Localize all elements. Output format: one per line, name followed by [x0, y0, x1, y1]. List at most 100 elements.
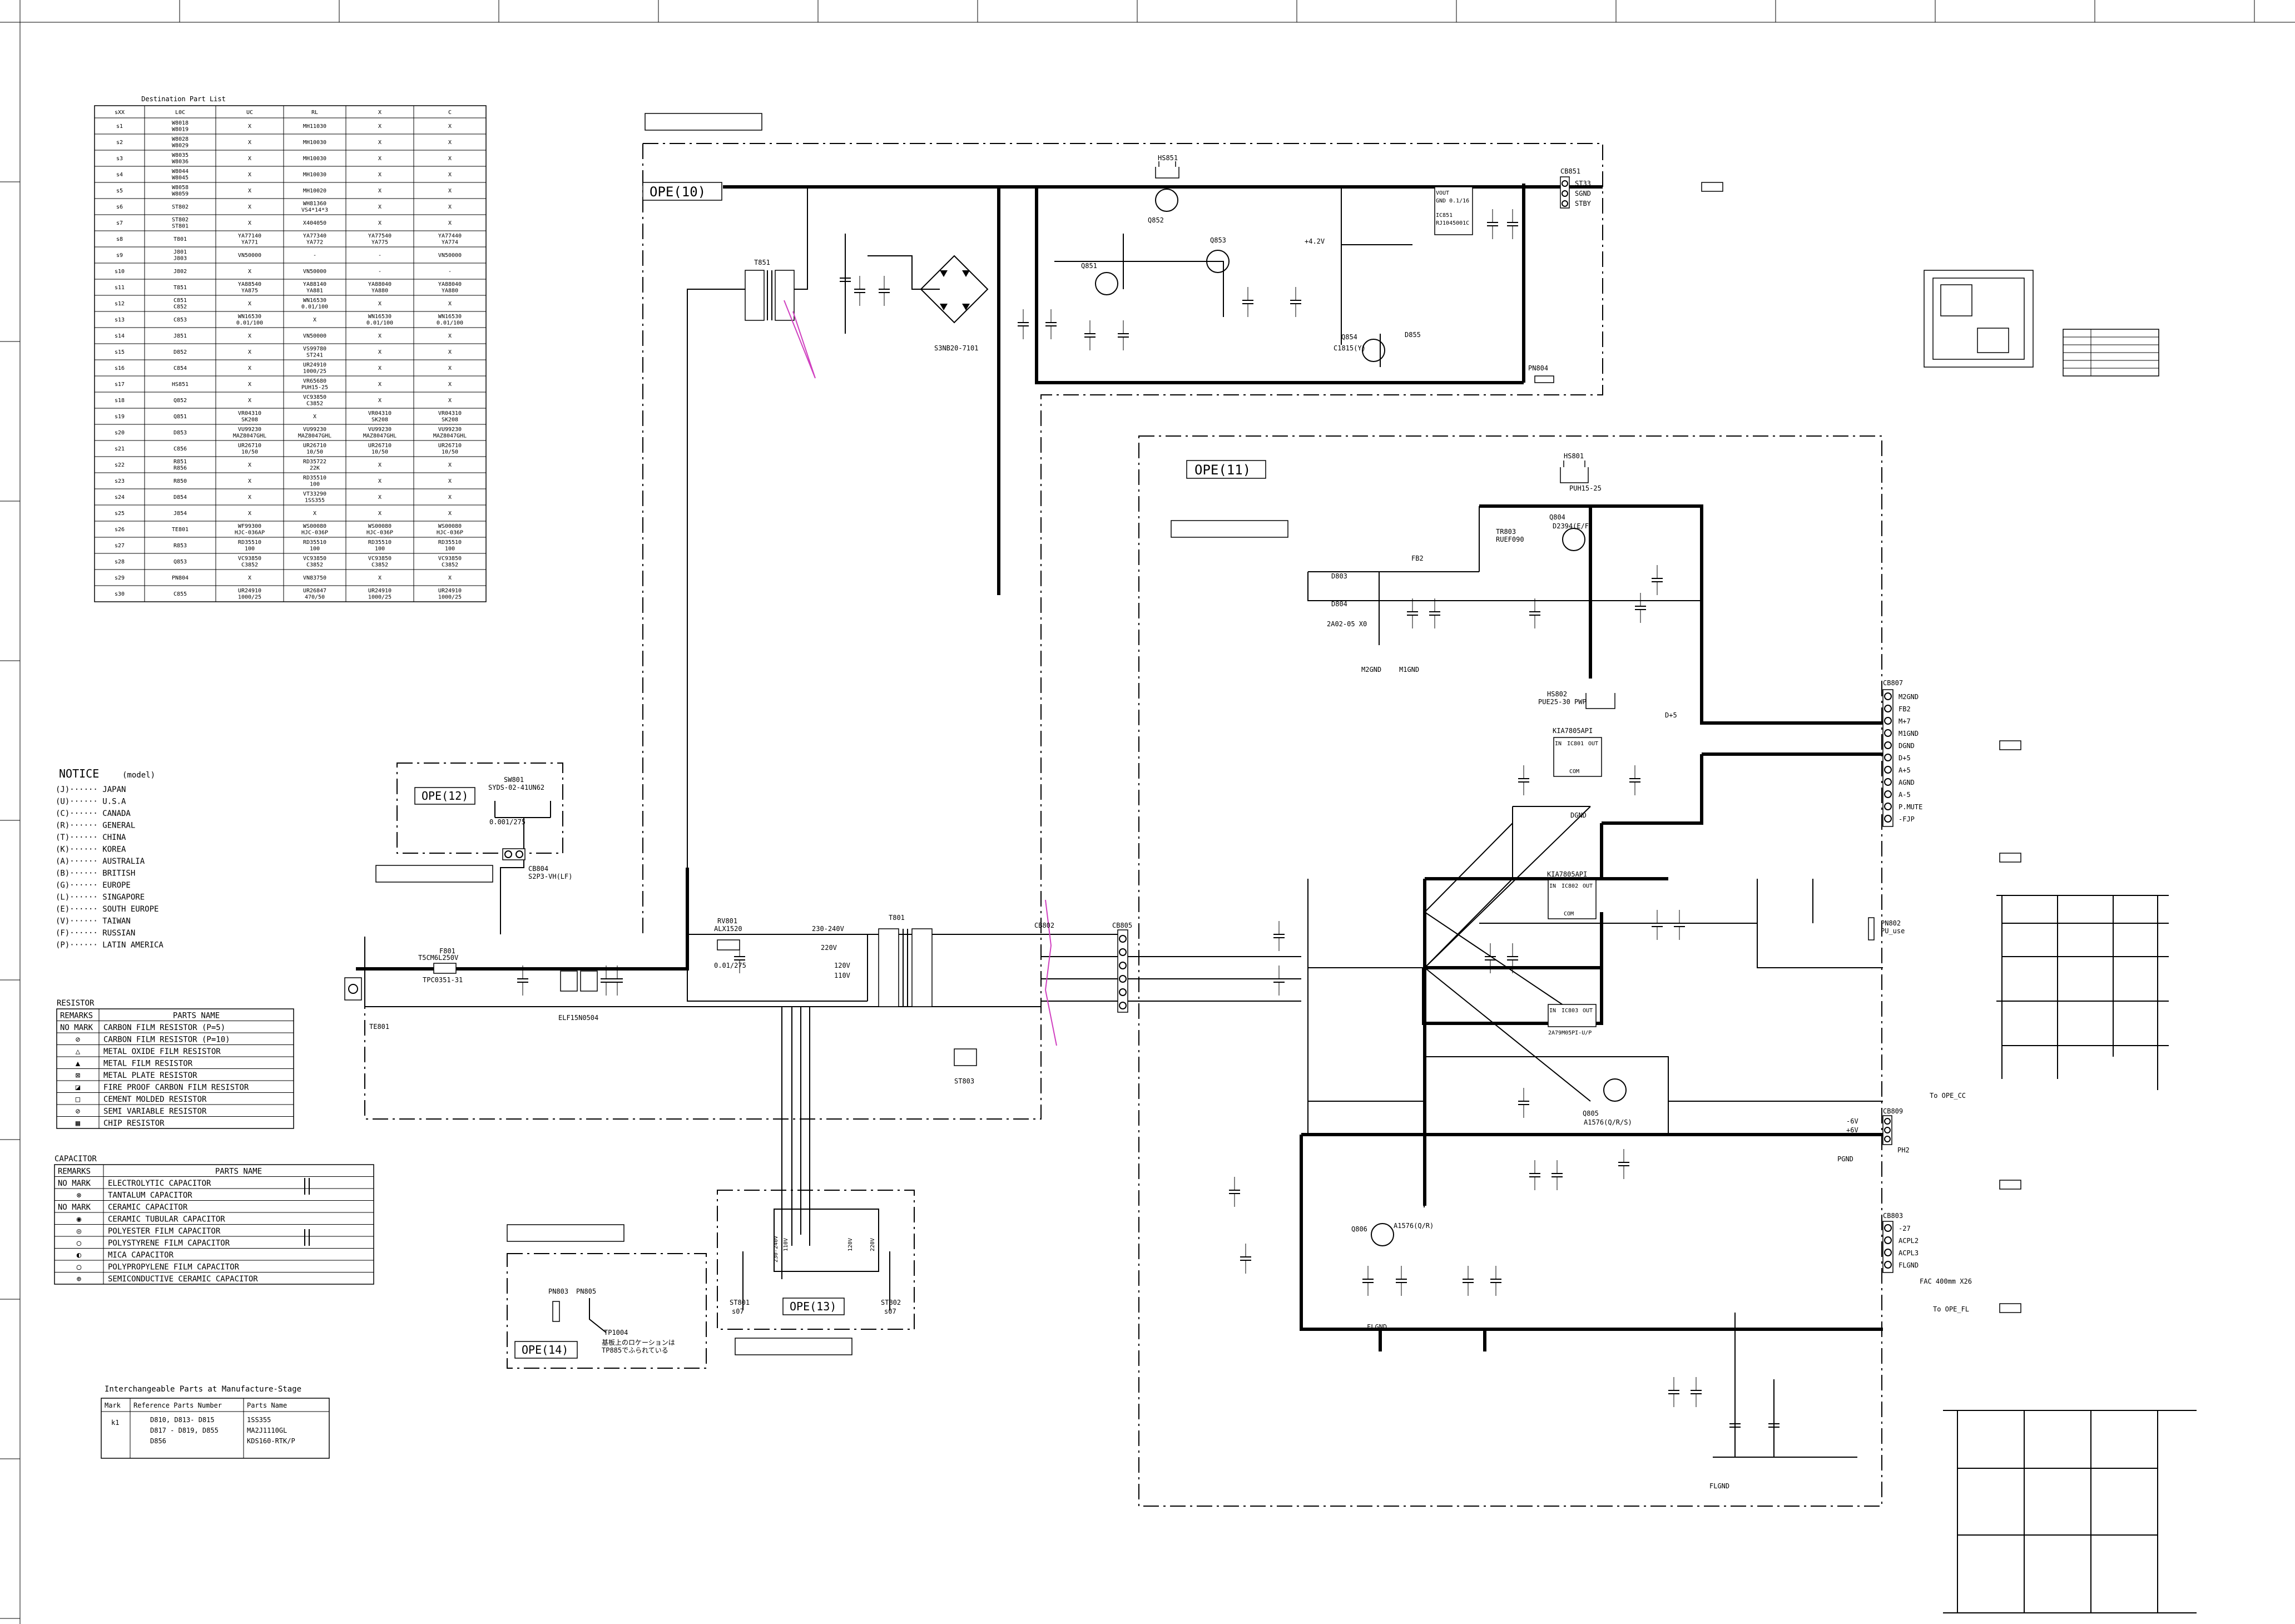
dest-cell-19-0: s20	[115, 430, 125, 436]
dest-cell-24-5: X	[448, 511, 452, 517]
cb802-label: CB802	[1034, 922, 1054, 929]
ic801-out: OUT	[1588, 741, 1598, 747]
dest-header-5: C	[448, 110, 452, 116]
dest-cell-16-4: X	[378, 382, 381, 388]
dest-cell-15-0: s16	[115, 365, 125, 372]
dest-cell-3-2: X	[248, 172, 251, 178]
ope13-120v: 120V	[847, 1238, 854, 1251]
ic802-ref: IC802	[1562, 883, 1578, 889]
dest-cell-23-0: s24	[115, 494, 125, 501]
pn804-test-pad: PN804	[1528, 364, 1554, 383]
notice-item-3: (R)······ GENERAL	[56, 821, 135, 830]
dest-cell-9-4: -	[378, 269, 381, 275]
dest-cell-5-0: s6	[116, 204, 123, 210]
cb804-connector: CB804 S2P3-VH(LF)	[502, 848, 572, 880]
d804-label: D804	[1331, 600, 1347, 608]
dest-cell-22-0: s23	[115, 478, 125, 484]
notice-item-6: (A)······ AUSTRALIA	[56, 857, 145, 866]
q805-part: A1576(Q/R/S)	[1584, 1118, 1632, 1126]
ic803-out: OUT	[1583, 1008, 1593, 1014]
c815-value: 0.001/275	[489, 818, 526, 826]
capacitor_legend-mark-6: ◐	[77, 1251, 82, 1260]
pn803-label: PN803	[548, 1288, 568, 1295]
capacitor_legend-mark-1: ⊗	[77, 1191, 82, 1200]
dest-cell-2-4: X	[378, 156, 381, 162]
dest-cell-7-1: T801	[174, 236, 187, 242]
cb803-pin-3: FLGND	[1899, 1261, 1919, 1269]
dest-cell-14-5: X	[448, 349, 452, 355]
ic-ref-1: D810, D813- D815	[150, 1416, 215, 1424]
st801-dest: s07	[732, 1308, 744, 1315]
dest-cell-6-3: X404050	[303, 220, 326, 226]
dest-cell-4-3: MH10020	[303, 188, 326, 194]
ic803-in: IN	[1549, 1008, 1556, 1014]
pn805-label: PN805	[576, 1288, 596, 1295]
cb807-pin-2: M+7	[1899, 717, 1911, 725]
cb809-pin-minus6v: -6V	[1846, 1117, 1858, 1125]
dest-cell-17-5: X	[448, 398, 452, 404]
resistor_legend-head-name: PARTS NAME	[173, 1012, 220, 1021]
sw801-label: SW801	[504, 776, 524, 784]
q806-label: Q806	[1351, 1225, 1367, 1233]
dest-cell-6-2: X	[248, 220, 251, 226]
dest-cell-0-4: X	[378, 123, 381, 130]
tr803-label: TR803	[1496, 528, 1516, 536]
notice-item-2: (C)······ CANADA	[56, 809, 131, 818]
notice-block: NOTICE (model) (J)······ JAPAN(U)······ …	[56, 767, 163, 950]
dest-cell-0-0: s1	[116, 123, 123, 130]
resistor_legend-mark-7: ⊘	[76, 1107, 81, 1116]
ic-ref-3: D856	[150, 1437, 166, 1445]
resistor_legend-mark-4: ⊠	[76, 1071, 81, 1080]
m1gnd-ground: M1GND	[1399, 666, 1419, 674]
dest-cell-16-1: HS851	[172, 382, 189, 388]
flgnd-ground-1: FLGND	[1367, 1323, 1387, 1331]
cb807-pin-1: FB2	[1899, 705, 1911, 713]
capacitor_legend-mark-5: ○	[77, 1239, 82, 1248]
dest-cell-13-1: J851	[174, 333, 187, 339]
dest-cell-22-4: X	[378, 478, 381, 484]
resistor_legend-name-7: SEMI VARIABLE RESISTOR	[103, 1107, 207, 1116]
dest-cell-15-2: X	[248, 365, 251, 372]
dest-cell-8-0: s9	[116, 252, 123, 259]
cb803-pin-2: ACPL3	[1899, 1249, 1919, 1257]
dest-header-3: RL	[311, 110, 318, 116]
ope11-capacitors	[1229, 565, 1780, 1440]
t851-label: T851	[754, 259, 770, 266]
ope14-label: OPE(14)	[522, 1343, 568, 1356]
cb803-pin-1: ACPL2	[1899, 1237, 1919, 1245]
fb2-label: FB2	[1411, 554, 1424, 562]
dest-header-0: sXX	[115, 110, 125, 116]
ope11-label: OPE(11)	[1194, 462, 1251, 478]
ope13-230v: 230-240V	[773, 1236, 779, 1262]
v42-label: +4.2V	[1305, 237, 1325, 245]
cb807-label: CB807	[1883, 679, 1903, 687]
dest-cell-20-0: s21	[115, 446, 125, 452]
c806-value: 0.01/275	[714, 962, 746, 969]
dest-cell-2-5: X	[448, 156, 452, 162]
cb807-pin-3: M1GND	[1899, 730, 1919, 737]
rv801-label: RV801	[717, 917, 737, 925]
notice-item-11: (V)······ TAIWAN	[56, 917, 131, 926]
dest-header-2: UC	[246, 110, 253, 116]
ic802-regulator: KIA7805API IN IC802 OUT COM	[1547, 870, 1597, 919]
resistor_legend-name-3: METAL FILM RESISTOR	[103, 1059, 193, 1068]
ic-name-3: KDS160-RTK/P	[247, 1437, 295, 1445]
dest-cell-17-4: X	[378, 398, 381, 404]
dest-cell-26-0: s27	[115, 543, 125, 549]
ic851-regulator: VOUT GND 0.1/16 IC851 RJ1045001C	[1434, 186, 1473, 235]
dest-cell-15-5: X	[448, 365, 452, 372]
